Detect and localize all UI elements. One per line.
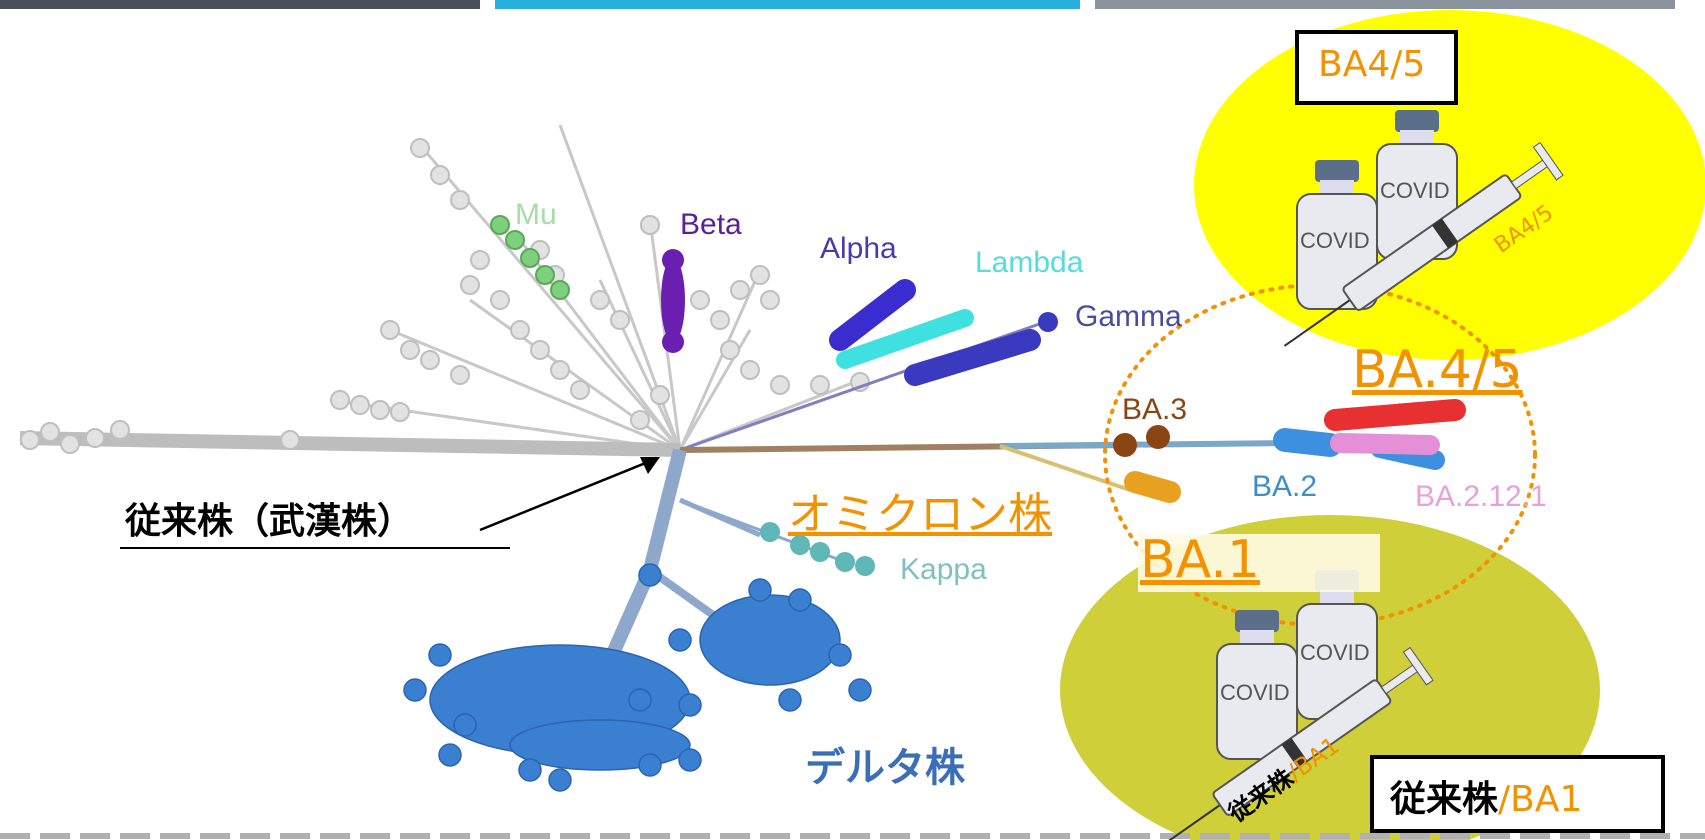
- ba3-nodes: [1113, 425, 1170, 457]
- delta-nodes: [403, 563, 872, 792]
- kappa-nodes: [760, 522, 875, 576]
- ba1-vaccine-box-label: 従来株/BA1: [1390, 770, 1582, 822]
- mu-nodes: [490, 215, 570, 300]
- vial-label: COVID: [1300, 640, 1370, 665]
- label-kappa: Kappa: [900, 553, 987, 586]
- ba45-vaccine-box: [1295, 30, 1458, 105]
- ba45-label[interactable]: BA.4/5: [1352, 340, 1523, 400]
- vial-icon: [1216, 610, 1298, 760]
- label-lambda: Lambda: [975, 246, 1084, 279]
- ba1-box-main: 従来株: [1390, 779, 1499, 820]
- ba1-box-sub: /BA1: [1498, 779, 1583, 820]
- gamma-node: [1038, 312, 1058, 332]
- label-ba3: BA.3: [1122, 393, 1188, 426]
- label-ba2: BA.2: [1252, 470, 1318, 503]
- header-bar-left: [0, 0, 480, 9]
- label-alpha: Alpha: [820, 232, 897, 265]
- label-gamma: Gamma: [1075, 300, 1182, 333]
- label-beta: Beta: [680, 208, 742, 241]
- header-bar-center: [495, 0, 1080, 9]
- label-mu: Mu: [515, 198, 557, 231]
- alpha-cluster: [829, 279, 916, 351]
- vial-label: COVID: [1220, 680, 1290, 705]
- ba45-vaccine-box-label: BA4/5: [1318, 44, 1426, 85]
- ba1-label-bg: [1138, 534, 1380, 592]
- lambda-cluster: [836, 309, 974, 369]
- gamma-cluster: [904, 329, 1041, 386]
- arrow-head: [640, 457, 660, 474]
- ba2121-cluster: [1330, 433, 1440, 455]
- original-strain-arrow: [479, 460, 649, 532]
- original-strain-label: 従来株（武漢株）: [125, 501, 414, 542]
- omicron-label[interactable]: オミクロン株: [788, 489, 1052, 540]
- syringe-icon: [1283, 141, 1564, 347]
- label-ba2121: BA.2.12.1: [1415, 480, 1547, 513]
- header-bar-right: [1095, 0, 1675, 9]
- ba1-cluster: [1124, 471, 1181, 503]
- vial-label: COVID: [1300, 228, 1370, 253]
- ba2-cluster: [1273, 428, 1342, 457]
- ba1-label[interactable]: BA.1: [1140, 530, 1260, 590]
- syringe-icon: [1153, 646, 1434, 840]
- gray-nodes: [20, 138, 870, 454]
- ba1-vaccine-box: [1370, 755, 1665, 833]
- ba45-cluster: [1324, 399, 1466, 431]
- delta-label: デルタ株: [805, 745, 965, 791]
- beta-nodes: [661, 249, 685, 353]
- vial-label: COVID: [1380, 178, 1450, 203]
- delta-branches: [603, 448, 841, 663]
